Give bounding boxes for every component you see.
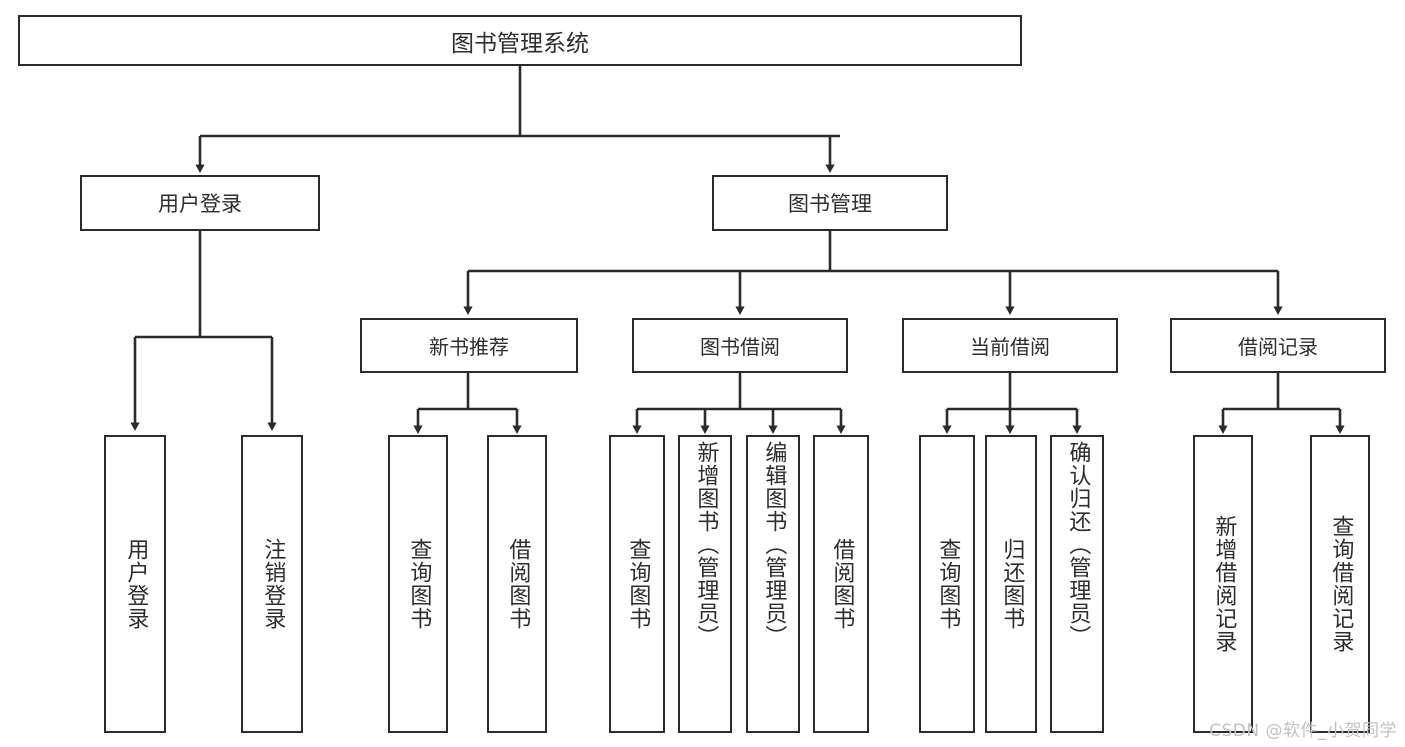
- leaf-return-books[interactable]: 归还图书: [985, 435, 1037, 733]
- leaf-edit-book-admin[interactable]: 编辑图书（管理员）: [746, 435, 800, 733]
- node-label: 新书推荐: [429, 335, 509, 359]
- leaf-add-book-admin[interactable]: 新增图书（管理员）: [678, 435, 732, 733]
- leaf-label: 用户登录: [123, 538, 149, 630]
- leaf-label: 确认归还（管理员）: [1065, 441, 1091, 648]
- leaf-label: 查询图书: [406, 538, 432, 630]
- node-label: 当前借阅: [970, 335, 1050, 359]
- leaf-query-borrow-record[interactable]: 查询借阅记录: [1310, 435, 1370, 733]
- leaf-user-login[interactable]: 用户登录: [104, 435, 166, 733]
- leaf-query-books-new[interactable]: 查询图书: [388, 435, 448, 733]
- leaf-borrow-books-new[interactable]: 借阅图书: [487, 435, 547, 733]
- node-book-borrow[interactable]: 图书借阅: [632, 318, 848, 373]
- leaf-query-books-borrow[interactable]: 查询图书: [609, 435, 665, 733]
- node-new-book-recommend[interactable]: 新书推荐: [360, 318, 578, 373]
- leaf-borrow-books-borrow[interactable]: 借阅图书: [813, 435, 869, 733]
- leaf-query-books-current[interactable]: 查询图书: [919, 435, 975, 733]
- leaf-label: 查询图书: [935, 538, 961, 630]
- leaf-add-borrow-record[interactable]: 新增借阅记录: [1193, 435, 1253, 733]
- node-current-borrow[interactable]: 当前借阅: [902, 318, 1118, 373]
- node-label: 图书管理: [788, 192, 872, 216]
- leaf-label: 借阅图书: [505, 538, 531, 630]
- leaf-confirm-return-admin[interactable]: 确认归还（管理员）: [1050, 435, 1104, 733]
- leaf-label: 借阅图书: [829, 538, 855, 630]
- leaf-label: 新增借阅记录: [1211, 515, 1237, 653]
- node-label: 用户登录: [158, 192, 242, 216]
- node-label: 图书管理系统: [451, 30, 589, 57]
- leaf-label: 查询图书: [625, 538, 651, 630]
- watermark: CSDN @软件_小贺同学: [1209, 721, 1397, 741]
- node-user-login[interactable]: 用户登录: [80, 175, 320, 231]
- node-borrow-record[interactable]: 借阅记录: [1170, 318, 1386, 373]
- node-book-management[interactable]: 图书管理: [712, 175, 948, 231]
- leaf-label: 归还图书: [999, 538, 1025, 630]
- leaf-user-logout[interactable]: 注销登录: [241, 435, 303, 733]
- node-root-system[interactable]: 图书管理系统: [18, 15, 1022, 66]
- node-label: 图书借阅: [700, 335, 780, 359]
- leaf-label: 查询借阅记录: [1328, 515, 1354, 653]
- leaf-label: 新增图书（管理员）: [693, 441, 719, 648]
- leaf-label: 注销登录: [260, 538, 286, 630]
- leaf-label: 编辑图书（管理员）: [761, 441, 787, 648]
- node-label: 借阅记录: [1238, 335, 1318, 359]
